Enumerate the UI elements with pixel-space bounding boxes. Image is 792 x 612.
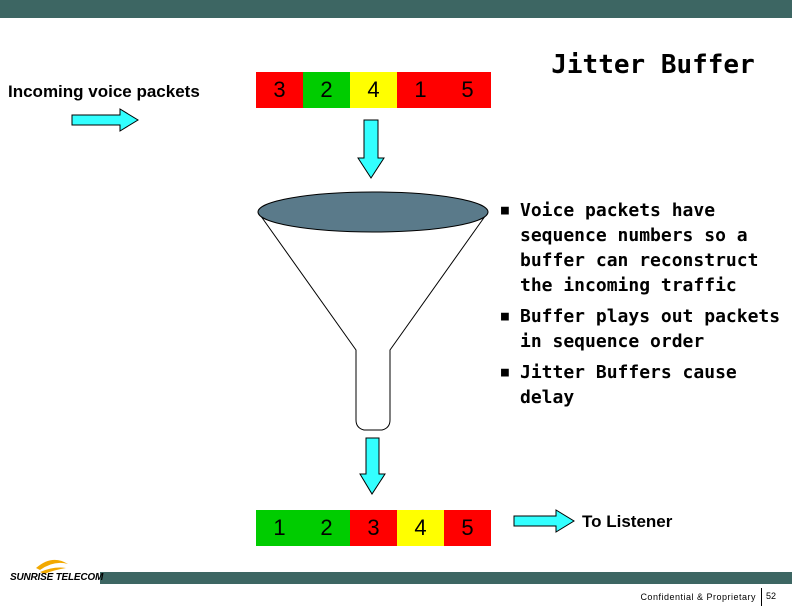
bullet-item: ■Voice packets have sequence numbers so …	[501, 200, 759, 296]
funnel-icon	[257, 211, 489, 431]
outgoing-packet: 1	[256, 510, 303, 546]
bullet-square-icon: ■	[501, 203, 509, 218]
outgoing-packet: 5	[444, 510, 491, 546]
incoming-packets-label: Incoming voice packets	[8, 82, 200, 101]
top-banner	[0, 0, 792, 18]
listener-arrow-icon	[513, 509, 575, 533]
incoming-packet: 4	[350, 72, 397, 108]
incoming-arrow-icon	[71, 108, 139, 132]
outgoing-packet: 2	[303, 510, 350, 546]
incoming-packet: 2	[303, 72, 350, 108]
footer-confidential: Confidential & Proprietary	[640, 592, 756, 602]
bullet-square-icon: ■	[501, 365, 509, 380]
footer-divider	[761, 588, 762, 606]
outgoing-packet: 3	[350, 510, 397, 546]
slide-title: Jitter Buffer	[551, 50, 755, 80]
incoming-packet: 1	[397, 72, 444, 108]
bullet-square-icon: ■	[501, 309, 509, 324]
incoming-packet: 3	[256, 72, 303, 108]
outgoing-packet: 4	[397, 510, 444, 546]
down-arrow-icon	[357, 119, 385, 179]
outgoing-packet-row: 1 2 3 4 5	[256, 510, 491, 546]
incoming-packet-row: 3 2 4 1 5	[256, 72, 491, 108]
listener-label: To Listener	[582, 512, 673, 531]
bottom-banner	[100, 572, 792, 584]
page-number: 52	[766, 591, 777, 601]
sunrise-logo-icon	[36, 559, 68, 574]
funnel-top-icon	[257, 191, 489, 233]
incoming-packet: 5	[444, 72, 491, 108]
output-down-arrow-icon	[359, 437, 386, 495]
company-logo-text: SUNRISE TELECOM	[10, 572, 104, 583]
bullet-item: ■Jitter Buffers cause delay	[501, 362, 737, 408]
bullet-list: ■Voice packets have sequence numbers so …	[498, 198, 783, 416]
bullet-item: ■Buffer plays out packets in sequence or…	[501, 306, 781, 352]
